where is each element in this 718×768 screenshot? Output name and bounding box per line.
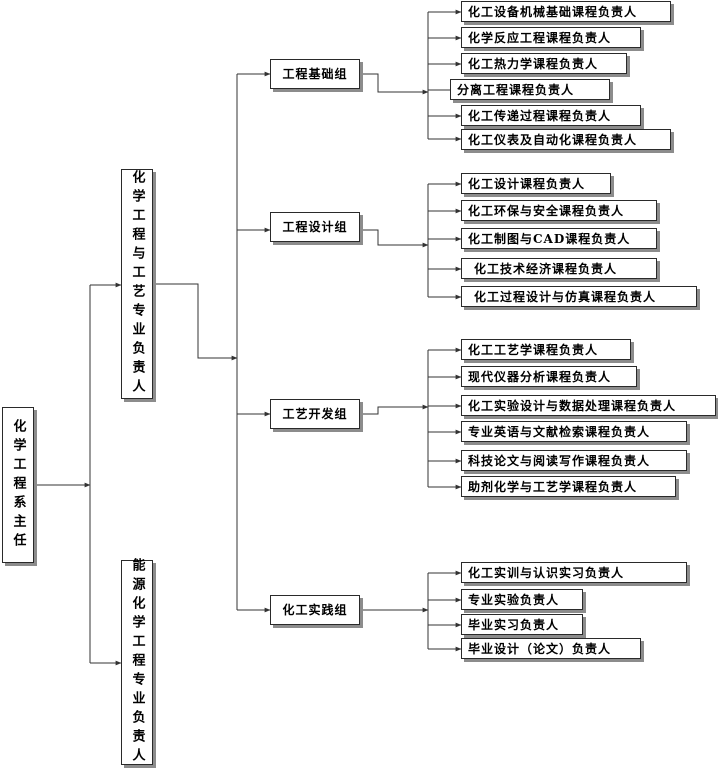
leaf-item: 化学反应工程课程负责人 [461,27,641,48]
leaf-item: 化工实验设计与数据处理课程负责人 [461,395,716,416]
leaf-item: 化工工艺学课程负责人 [461,339,631,360]
leaf-item: 毕业设计（论文）负责人 [461,638,641,659]
connector-group-2-out [360,404,429,415]
connector-group-0-out [360,73,429,95]
leaf-item: 化工环保与安全课程负责人 [461,200,657,221]
leaf-item: 化工实训与认识实习负责人 [461,562,687,583]
group-engineering-design-box: 工程设计组 [270,212,360,242]
leaf-item: 助剂化学与工艺学课程负责人 [461,476,676,497]
leaf-item: 化工制图与CAD课程负责人 [461,228,657,249]
root-director-box: 化学工程系主任 [2,407,34,563]
group-engineering-basics-box: 工程基础组 [270,59,360,89]
connector-major-to-groups [153,283,238,361]
group-process-development-box: 工艺开发组 [270,399,360,429]
connector-group-1-out [360,229,429,248]
leaf-item: 化工设计课程负责人 [461,173,611,194]
leaf-item: 化工设备机械基础课程负责人 [461,1,671,22]
leaf-item: 化工技术经济课程负责人 [461,258,657,279]
leaf-item: 化工仪表及自动化课程负责人 [461,129,671,150]
leaf-item: 专业实验负责人 [461,589,583,610]
leaf-item: 化工传递过程课程负责人 [461,105,641,126]
leaf-item: 分离工程课程负责人 [450,79,610,100]
leaf-item: 毕业实习负责人 [461,614,583,635]
leaf-item: 专业英语与文献检索课程负责人 [461,421,687,442]
leaf-item: 现代仪器分析课程负责人 [461,366,637,387]
leaf-item: 化工过程设计与仿真课程负责人 [461,286,697,307]
leaf-item: 科技论文与阅读写作课程负责人 [461,450,687,471]
major-chemical-engineering-box: 化学工程与工艺专业负责人 [121,169,153,399]
group-practice-box: 化工实践组 [270,595,360,625]
major-energy-chemical-box: 能源化学工程专业负责人 [121,558,153,767]
leaf-item: 化工热力学课程负责人 [461,53,627,74]
